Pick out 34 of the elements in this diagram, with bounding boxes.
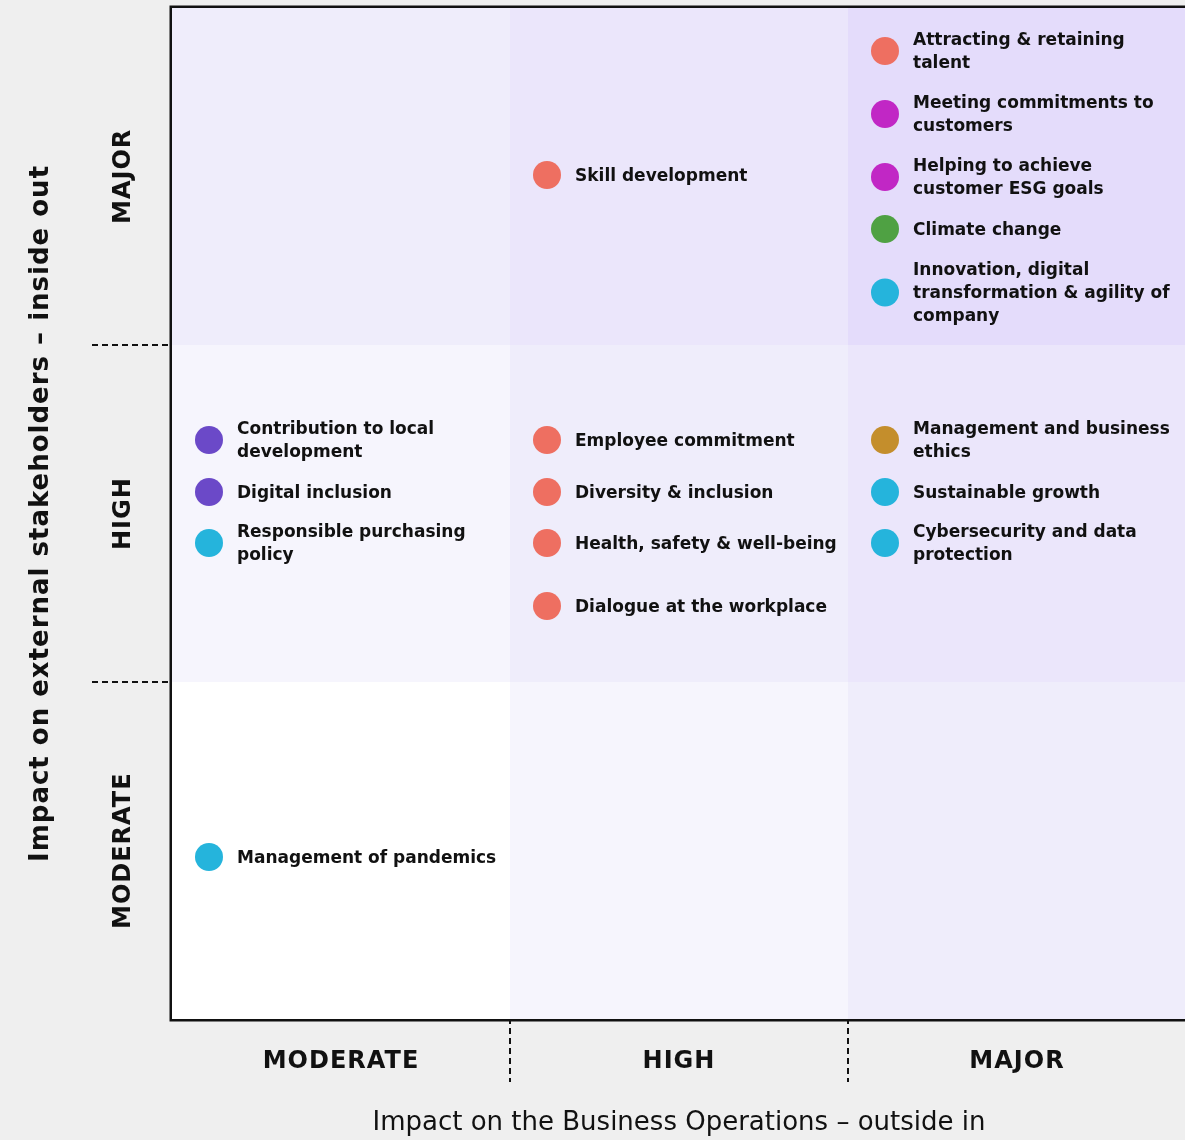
matrix-cell (510, 682, 848, 1019)
axis-title: Impact on the Business Operations – outside in (371, 1106, 987, 1136)
matrix-cell (172, 8, 510, 345)
axis-level-label: HIGH (641, 1046, 717, 1074)
topic-label: Diversity & inclusion (575, 480, 775, 504)
topic-label: Health, safety & well-being (575, 531, 837, 555)
axis-level-label: HIGH (108, 476, 136, 552)
topic-label: Meeting commitments to customers (913, 91, 1155, 137)
matrix-cell (510, 8, 848, 345)
topic-label: Management of pandemics (237, 845, 498, 869)
axis-level-label: MAJOR (108, 127, 136, 227)
topic-label: Sustainable growth (913, 480, 1102, 504)
topic-label: Responsible purchasing policy (237, 520, 467, 566)
topic-label: Attracting & retaining talent (913, 28, 1126, 74)
topic-label: Dialogue at the workplace (575, 594, 828, 618)
matrix-cell (848, 8, 1185, 345)
matrix-cell (848, 345, 1185, 682)
axis-level-label: MODERATE (261, 1046, 421, 1074)
topic-label: Cybersecurity and data protection (913, 520, 1138, 566)
matrix-cell (172, 345, 510, 682)
axis-level-label: MODERATE (108, 771, 136, 931)
topic-label: Digital inclusion (237, 480, 393, 504)
topic-label: Contribution to local development (237, 417, 436, 463)
matrix-cell (848, 682, 1185, 1019)
topic-label: Helping to achieve customer ESG goals (913, 154, 1105, 200)
topic-label: Innovation, digital transformation & agility of company (913, 257, 1171, 327)
axis-title: Impact on external stakeholders – inside out (24, 163, 54, 865)
topic-label: Skill development (575, 163, 749, 187)
matrix-cell (510, 345, 848, 682)
matrix-cell (172, 682, 510, 1019)
topic-label: Climate change (913, 217, 1063, 241)
topic-label: Employee commitment (575, 428, 796, 452)
axis-level-label: MAJOR (968, 1046, 1066, 1074)
topic-label: Management and business ethics (913, 417, 1171, 463)
